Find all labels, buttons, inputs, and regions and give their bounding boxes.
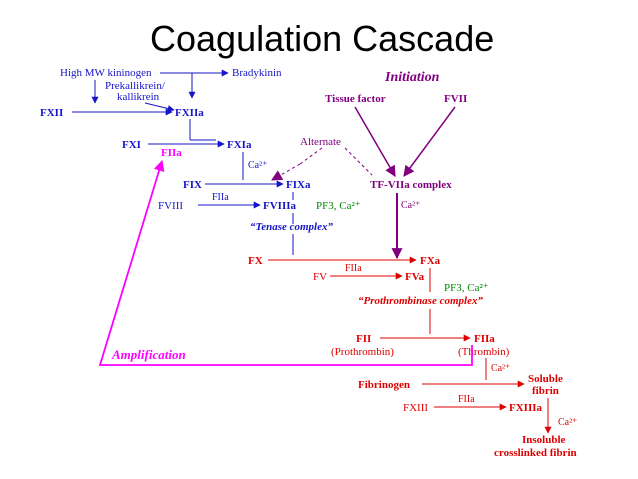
- fxi-label: FXI: [122, 139, 141, 151]
- fviii-label: FVIII: [158, 200, 183, 212]
- soluble-label: Soluble: [528, 373, 563, 385]
- fxii-label: FXII: [40, 107, 63, 119]
- alternate-line-left: [299, 147, 323, 165]
- fxiiia-label: FXIIIa: [509, 402, 543, 414]
- fix-label: FIX: [183, 179, 202, 191]
- fii-label: FII: [356, 333, 371, 345]
- fvii-label: FVII: [444, 93, 467, 105]
- insoluble-label: Insoluble: [522, 434, 566, 446]
- fva-label: FVa: [405, 271, 425, 283]
- kallikrein-label: kallikrein: [117, 91, 160, 103]
- thrombin-label: (Thrombin): [458, 346, 510, 358]
- fibrin-label: fibrin: [532, 385, 559, 397]
- bradykinin-label: Bradykinin: [232, 67, 282, 79]
- fviii-fiia-label: FIIa: [212, 192, 229, 203]
- fibrinogen-label: Fibrinogen: [358, 379, 410, 391]
- kallikrein-arrow: [144, 102, 175, 112]
- fixa-label: FIXa: [286, 179, 311, 191]
- fv-label: FV: [313, 271, 327, 283]
- alternate-arrow-to-fixa: [271, 163, 301, 181]
- tissue-factor-label: Tissue factor: [325, 93, 386, 105]
- fvii-arrow: [403, 106, 456, 177]
- thrombin-calcium-label: Ca²⁺: [491, 363, 510, 374]
- crosslinked-fibrin-label: crosslinked fibrin: [494, 447, 577, 459]
- tf-calcium-label: Ca²⁺: [401, 200, 420, 211]
- fxiia-label: FXIIa: [175, 107, 204, 119]
- amplification-heading: Amplification: [111, 347, 186, 362]
- amplification-loop: FIIa Amplification: [98, 147, 473, 366]
- fv-fiia-label: FIIa: [345, 263, 362, 274]
- fviiia-label: FVIIIa: [263, 200, 297, 212]
- prothrombinase-cofactor-label: PF3, Ca²⁺: [444, 282, 489, 294]
- prekallikrein-label: Prekallikrein/: [105, 80, 166, 92]
- tenase-cofactor-label: PF3, Ca²⁺: [316, 200, 361, 212]
- fxia-calcium-label: Ca²⁺: [248, 160, 267, 171]
- thrombin-feedback-arrow: [98, 159, 473, 366]
- feedback-fiia-label: FIIa: [161, 147, 182, 159]
- alternate-label: Alternate: [300, 136, 341, 148]
- fiia-label: FIIa: [474, 333, 495, 345]
- intrinsic-pathway: High MW kininogen Bradykinin Prekallikre…: [40, 67, 361, 255]
- alternate-line-right: [344, 147, 373, 176]
- fxiiia-calcium-label: Ca²⁺: [558, 417, 577, 428]
- slide-title: Coagulation Cascade: [150, 18, 495, 59]
- prothrombinase-complex-label: “Prothrombinase complex”: [358, 295, 483, 307]
- tissue-factor-arrow: [354, 106, 396, 177]
- tf-viia-complex-label: TF-VIIa complex: [370, 179, 452, 191]
- initiation-pathway: Initiation Tissue factor FVII TF-VIIa co…: [271, 70, 467, 260]
- fxia-label: FXIa: [227, 139, 252, 151]
- fxiii-label: FXIII: [403, 402, 428, 414]
- initiation-heading: Initiation: [384, 70, 440, 85]
- common-pathway: FX FXa FV FIIa FVa PF3, Ca²⁺ “Prothrombi…: [248, 255, 577, 459]
- fxiii-fiia-label: FIIa: [458, 394, 475, 405]
- fx-label: FX: [248, 255, 263, 267]
- tenase-complex-label: “Tenase complex”: [250, 221, 333, 233]
- high-mw-kininogen-label: High MW kininogen: [60, 67, 152, 79]
- fxa-label: FXa: [420, 255, 441, 267]
- prothrombin-label: (Prothrombin): [331, 346, 394, 358]
